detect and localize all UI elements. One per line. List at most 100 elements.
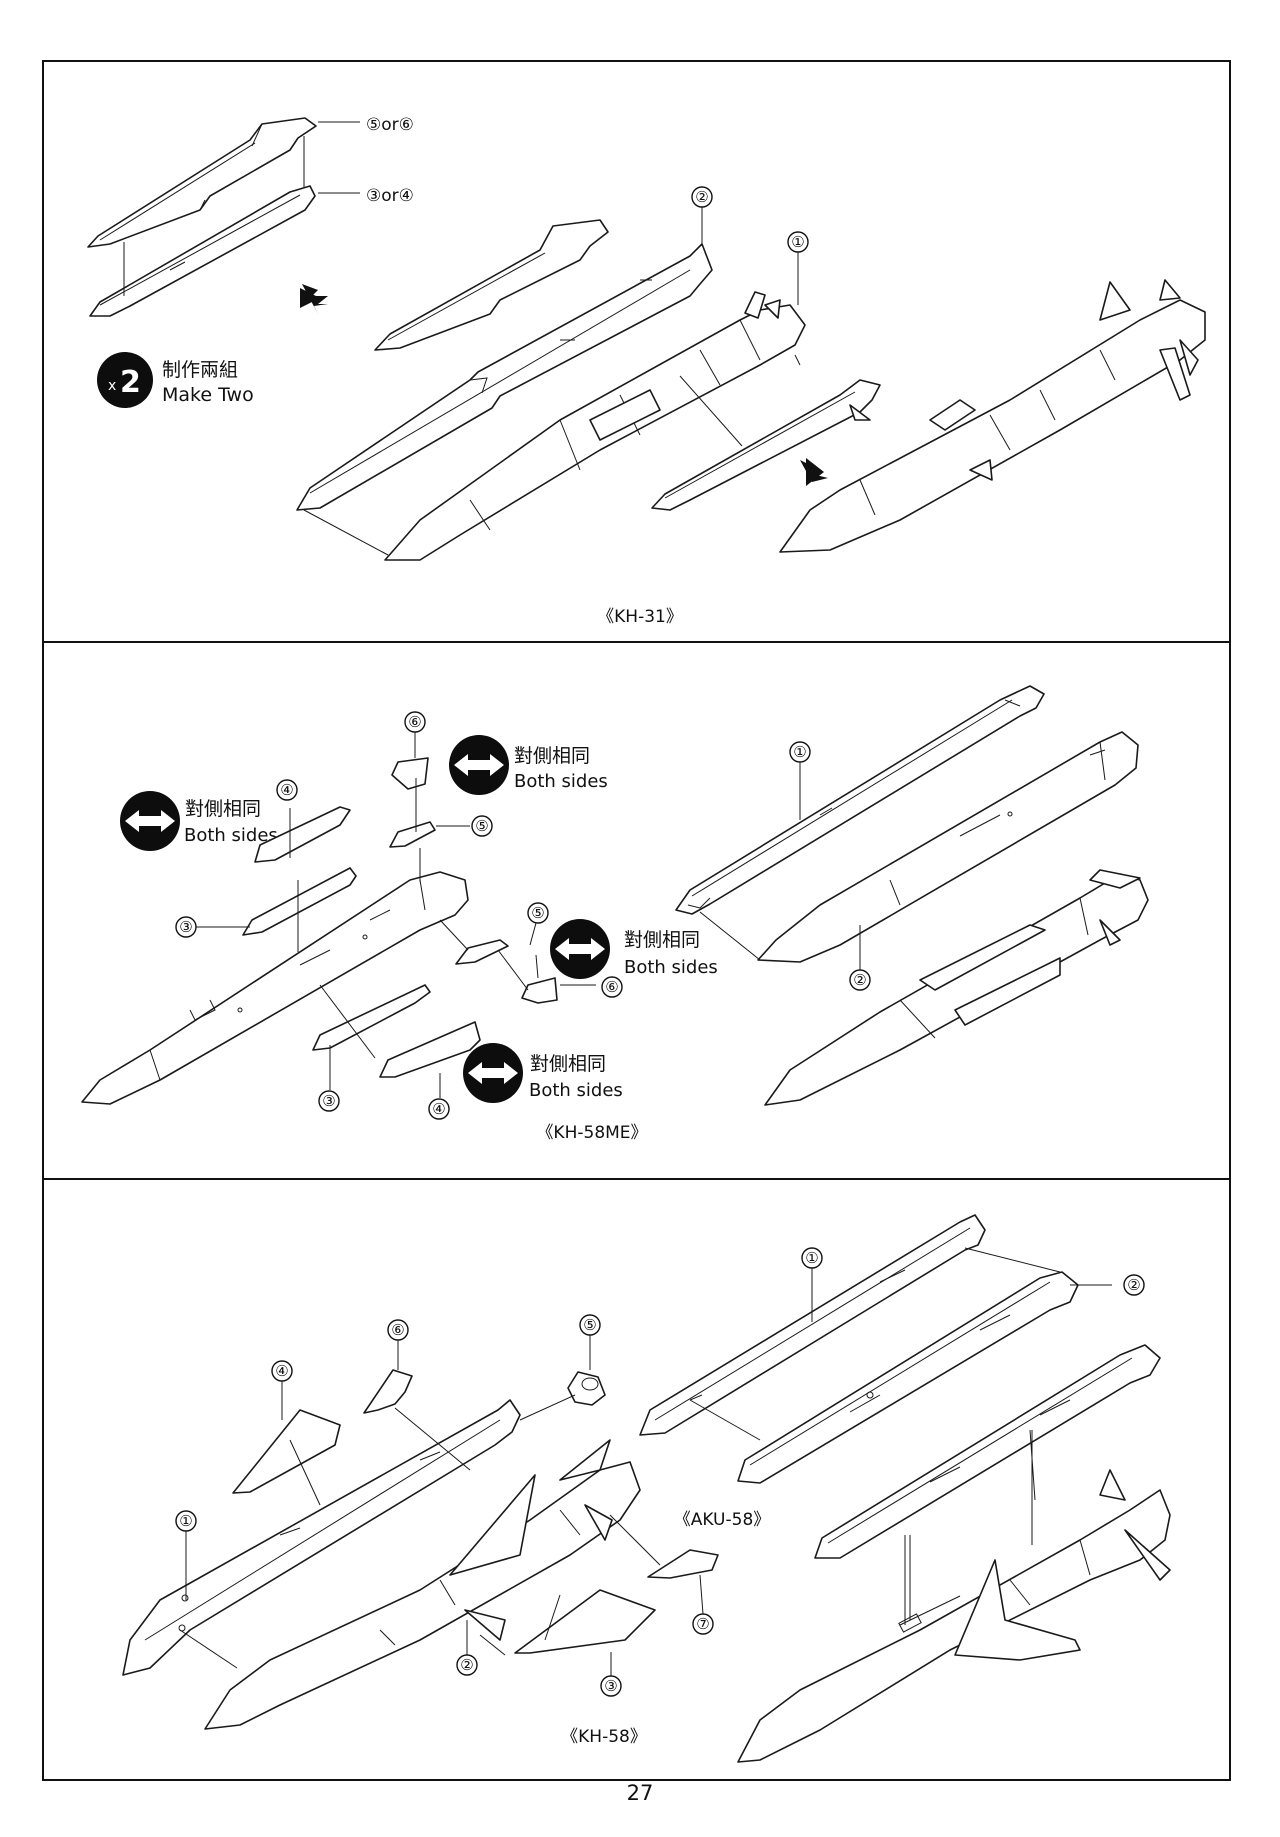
both-sides-en-mid: Both sides [624, 957, 718, 978]
panel-kh58-frame [42, 1178, 1231, 1781]
part-number-2-kh58: ② [456, 1654, 478, 1676]
kh58me-pylon-half [675, 685, 1045, 915]
both-sides-en-bottom: Both sides [529, 1080, 623, 1101]
svg-text:⑤: ⑤ [583, 1316, 596, 1334]
both-sides-en-top: Both sides [514, 771, 608, 792]
make-two-english: Make Two [162, 384, 254, 406]
svg-text:④: ④ [280, 781, 293, 799]
part-number-3-top: ③ [175, 916, 197, 938]
svg-text:①: ① [791, 233, 804, 251]
callout-5-or-6: ⑤or⑥ [366, 115, 414, 135]
kh58me-fin-part-3-bottom [312, 984, 431, 1051]
make-two-chinese: 制作兩組 [162, 359, 238, 381]
kh31-mid-fin-part [374, 219, 609, 351]
svg-text:④: ④ [275, 1362, 288, 1380]
kh58-body-half [122, 1399, 521, 1676]
both-sides-badge-top [449, 735, 509, 795]
panel-kh58me-frame [42, 641, 1231, 1180]
kh58me-main-body [81, 871, 469, 1105]
kh58me-fin-part-6-right [521, 977, 558, 1004]
make-two-badge: x 2 [97, 352, 153, 408]
kh58-fin-part-7 [647, 1549, 719, 1579]
both-sides-cn-top: 對側相同 [514, 745, 590, 767]
page-number: 27 [627, 1781, 654, 1805]
part-number-7-kh58: ⑦ [692, 1613, 714, 1635]
kh31-main-body [384, 291, 806, 561]
part-number-5-top: ⑤ [471, 815, 493, 837]
kh31-completed-missile [779, 279, 1206, 553]
both-sides-cn-mid: 對側相同 [624, 929, 700, 951]
kh31-fin-part-upper [87, 117, 317, 248]
part-number-4-kh58: ④ [271, 1360, 293, 1382]
part-number-3-kh58: ③ [600, 1675, 622, 1697]
panel-kh31: ⑤or⑥ ③or④ x 2 制作兩組 Make Two [87, 115, 1206, 627]
svg-text:②: ② [460, 1656, 473, 1674]
part-number-6-right: ⑥ [601, 976, 623, 998]
svg-text:x: x [108, 378, 116, 394]
part-number-1-right: ① [789, 741, 811, 763]
kh31-fin-part-lower [89, 185, 316, 317]
kh58me-fin-part-3-top [242, 867, 357, 936]
svg-text:②: ② [1127, 1276, 1140, 1294]
kh31-lower-part [651, 379, 881, 511]
left-right-arrow-icon [125, 810, 175, 832]
svg-text:①: ① [179, 1512, 192, 1530]
aku58-pylon-top [639, 1214, 986, 1436]
kh58-fin-part-3 [514, 1589, 656, 1654]
left-right-arrow-icon [468, 1062, 518, 1084]
svg-text:④: ④ [432, 1100, 445, 1118]
part-number-5-kh58: ⑤ [579, 1314, 601, 1336]
aku58-pylon-middle [737, 1271, 1079, 1484]
kh58me-fin-part-4-top [254, 806, 351, 863]
svg-text:⑥: ⑥ [391, 1321, 404, 1339]
kh58me-completed-missile [764, 869, 1149, 1106]
kh58me-fin-part-5-right [455, 939, 509, 965]
svg-text:⑦: ⑦ [696, 1615, 709, 1633]
svg-text:②: ② [853, 971, 866, 989]
part-number-4-top: ④ [276, 779, 298, 801]
svg-text:⑤: ⑤ [531, 904, 544, 922]
left-right-arrow-icon [454, 754, 504, 776]
kh58-fin-part-4 [232, 1409, 341, 1494]
kh58-completed-missile [737, 1469, 1171, 1763]
panel-kh31-frame [42, 60, 1231, 643]
part-number-1-aku: ① [801, 1247, 823, 1269]
both-sides-en-left: Both sides [184, 825, 278, 846]
right-arrow-icon [800, 458, 828, 486]
svg-text:⑥: ⑥ [605, 978, 618, 996]
kh58me-caption: 《KH-58ME》 [536, 1123, 647, 1143]
kh58-fuselage [204, 1439, 641, 1730]
kh58-caption: 《KH-58》 [561, 1727, 647, 1747]
kh58me-fin-part-4-bottom [379, 1021, 481, 1078]
part-number-2-right: ② [849, 969, 871, 991]
svg-text:③: ③ [179, 918, 192, 936]
part-number-5-right: ⑤ [527, 902, 549, 924]
kh58-nozzle-part-5 [567, 1371, 606, 1406]
kh31-caption: 《KH-31》 [597, 607, 683, 627]
kh31-body-half [296, 243, 713, 511]
part-number-6-kh58: ⑥ [387, 1319, 409, 1341]
svg-text:①: ① [805, 1249, 818, 1267]
part-number-6-top: ⑥ [404, 711, 426, 733]
both-sides-cn-bottom: 對側相同 [530, 1053, 606, 1075]
part-number-4-bottom: ④ [428, 1098, 450, 1120]
svg-text:⑤: ⑤ [475, 817, 488, 835]
part-number-2-aku: ② [1123, 1274, 1145, 1296]
kh58me-missile-body-assembly [757, 731, 1139, 963]
panel-kh58me: 對側相同 Both sides 對側相同 Both sides 對側相同 Bot… [81, 685, 1149, 1143]
svg-text:①: ① [793, 743, 806, 761]
part-number-3-bottom: ③ [318, 1090, 340, 1112]
svg-text:2: 2 [120, 365, 141, 400]
svg-text:②: ② [695, 188, 708, 206]
panel-kh58: ① ② 《AKU-58》 [122, 1214, 1171, 1763]
aku58-caption: 《AKU-58》 [674, 1510, 771, 1530]
aku58-pylon-bottom [814, 1344, 1161, 1559]
callout-3-or-4: ③or④ [366, 186, 414, 206]
part-number-1: ① [787, 231, 809, 253]
svg-text:③: ③ [604, 1677, 617, 1695]
part-number-2: ② [691, 186, 713, 208]
kh58me-fin-part-5-top [389, 821, 436, 848]
part-number-1-kh58: ① [175, 1510, 197, 1532]
